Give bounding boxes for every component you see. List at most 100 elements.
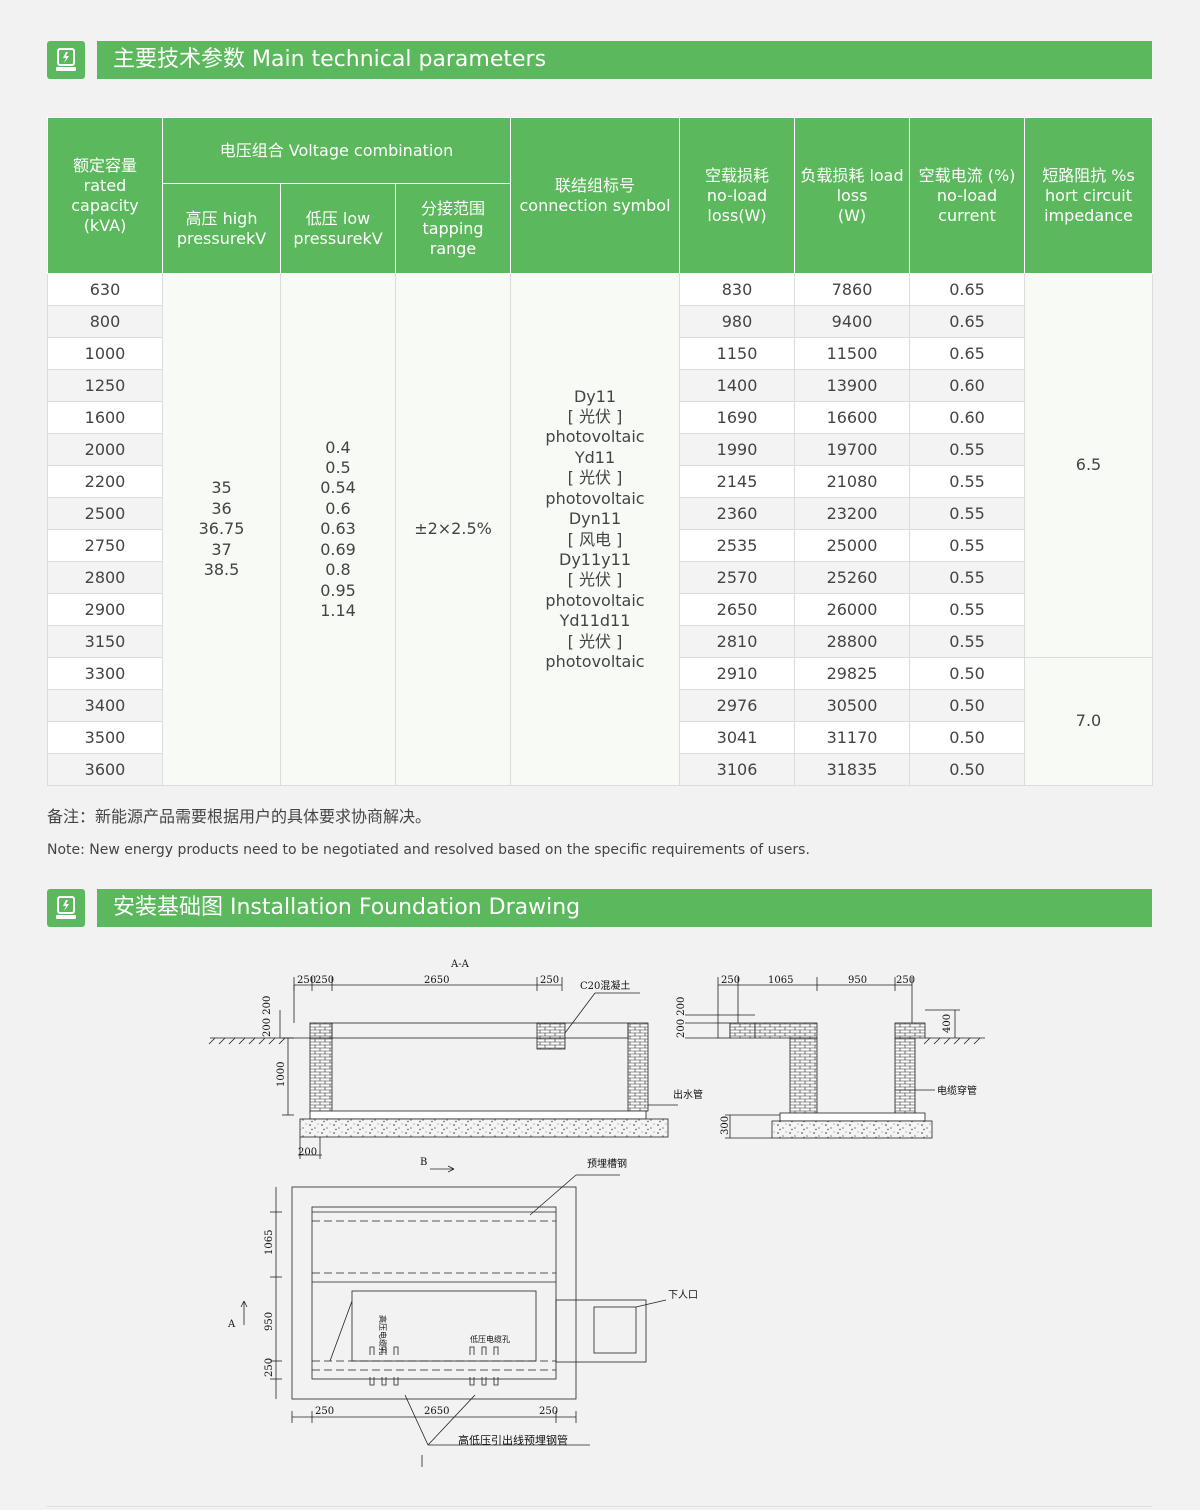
load-loss-cell: 16600: [794, 401, 911, 434]
header-voltage-combination: 电压组合 Voltage combination: [161, 117, 512, 184]
no-load-current-cell: 0.65: [909, 337, 1026, 370]
no-load-loss-cell: 2810: [679, 625, 796, 658]
bottom-divider: [47, 1506, 1152, 1507]
dim-label: 1065: [264, 1230, 275, 1255]
dim-label: 250: [297, 975, 316, 986]
note-english: Note: New energy products need to be neg…: [47, 842, 810, 858]
note-chinese: 备注：新能源产品需要根据用户的具体要求协商解决。: [47, 807, 432, 826]
high-pressure-cell: 35 36 36.75 37 38.5: [162, 273, 281, 786]
section-header-drawing: 安装基础图 Installation Foundation Drawing: [47, 889, 1152, 927]
header-connection-symbol: 联结组标号 connection symbol: [510, 117, 681, 274]
tapping-range-cell: ±2×2.5%: [394, 273, 512, 786]
header-rated-capacity: 额定容量 rated capacity (kVA): [47, 117, 163, 274]
load-loss-cell: 25000: [794, 529, 911, 562]
load-loss-cell: 11500: [794, 337, 911, 370]
dim-label: 200 200: [676, 997, 687, 1038]
no-load-loss-cell: 2360: [679, 497, 796, 530]
load-loss-cell: 21080: [794, 465, 911, 498]
no-load-loss-cell: 2976: [679, 689, 796, 722]
capacity-cell: 3300: [47, 657, 163, 690]
dim-label: 200 200: [262, 996, 273, 1037]
load-loss-cell: 13900: [794, 369, 911, 402]
dim-label: 2650: [424, 1406, 449, 1417]
concrete-label: C20混凝土: [580, 979, 630, 992]
section-aa-label: A-A: [450, 959, 470, 970]
dim-label: 250: [721, 975, 740, 986]
channel-steel-label: 预埋槽钢: [587, 1157, 627, 1170]
header-impedance: 短路阻抗 %s hort circuit impedance: [1024, 117, 1154, 274]
section-header-technical: 主要技术参数 Main technical parameters: [47, 41, 1152, 79]
no-load-current-cell: 0.65: [909, 273, 1026, 306]
no-load-current-cell: 0.60: [909, 401, 1026, 434]
load-loss-cell: 9400: [794, 305, 911, 338]
load-loss-cell: 28800: [794, 625, 911, 658]
no-load-loss-cell: 980: [679, 305, 796, 338]
capacity-cell: 3500: [47, 721, 163, 754]
dim-label: 1065: [768, 975, 793, 986]
impedance-cell: 7.0: [1024, 657, 1154, 786]
section-title-bar: 安装基础图 Installation Foundation Drawing: [97, 889, 1152, 927]
capacity-cell: 3150: [47, 625, 163, 658]
header-low-pressure: 低压 low pressurekV: [280, 183, 396, 274]
load-loss-cell: 26000: [794, 593, 911, 626]
capacity-cell: 2200: [47, 465, 163, 498]
capacity-cell: 2500: [47, 497, 163, 530]
dim-label: 250: [539, 1406, 558, 1417]
header-no-load-current: 空载电流 (%) no-load current: [909, 117, 1026, 274]
capacity-cell: 3600: [47, 753, 163, 786]
no-load-loss-cell: 2535: [679, 529, 796, 562]
load-loss-cell: 19700: [794, 433, 911, 466]
no-load-loss-cell: 3106: [679, 753, 796, 786]
capacity-cell: 2000: [47, 433, 163, 466]
no-load-current-cell: 0.65: [909, 305, 1026, 338]
load-loss-cell: 31835: [794, 753, 911, 786]
dim-label: 200: [298, 1147, 317, 1158]
section-title: 主要技术参数 Main technical parameters: [113, 47, 547, 72]
load-loss-cell: 7860: [794, 273, 911, 306]
dim-label: 250: [264, 1358, 275, 1377]
no-load-current-cell: 0.55: [909, 561, 1026, 594]
no-load-loss-cell: 2145: [679, 465, 796, 498]
no-load-loss-cell: 1690: [679, 401, 796, 434]
no-load-current-cell: 0.50: [909, 657, 1026, 690]
header-tapping-range: 分接范围 tapping range: [394, 183, 512, 274]
dim-label: 400: [942, 1014, 953, 1033]
hv-hole-label: 高压电缆孔: [378, 1315, 388, 1355]
b-label: B: [420, 1157, 427, 1168]
load-loss-cell: 29825: [794, 657, 911, 690]
no-load-loss-cell: 830: [679, 273, 796, 306]
dim-label: 250: [896, 975, 915, 986]
transformer-icon: [47, 41, 85, 79]
no-load-loss-cell: 3041: [679, 721, 796, 754]
header-load-loss: 负载损耗 load loss (W): [794, 117, 911, 274]
load-loss-cell: 30500: [794, 689, 911, 722]
no-load-loss-cell: 1400: [679, 369, 796, 402]
load-loss-cell: 23200: [794, 497, 911, 530]
cable-pipe-label: 电缆穿管: [937, 1084, 977, 1097]
dim-label: 250: [315, 1406, 334, 1417]
no-load-current-cell: 0.50: [909, 721, 1026, 754]
capacity-cell: 1250: [47, 369, 163, 402]
dim-label: 950: [848, 975, 867, 986]
capacity-cell: 630: [47, 273, 163, 306]
dim-label: 2650: [424, 975, 449, 986]
connection-symbol-cell: Dy11 [ 光伏 ] photovoltaic Yd11 [ 光伏 ] pho…: [510, 273, 681, 786]
load-loss-cell: 25260: [794, 561, 911, 594]
dim-label: 250: [315, 975, 334, 986]
dim-label: 1000: [276, 1062, 287, 1087]
header-high-pressure: 高压 high pressurekV: [162, 183, 281, 274]
no-load-loss-cell: 1990: [679, 433, 796, 466]
no-load-current-cell: 0.55: [909, 465, 1026, 498]
no-load-current-cell: 0.50: [909, 689, 1026, 722]
